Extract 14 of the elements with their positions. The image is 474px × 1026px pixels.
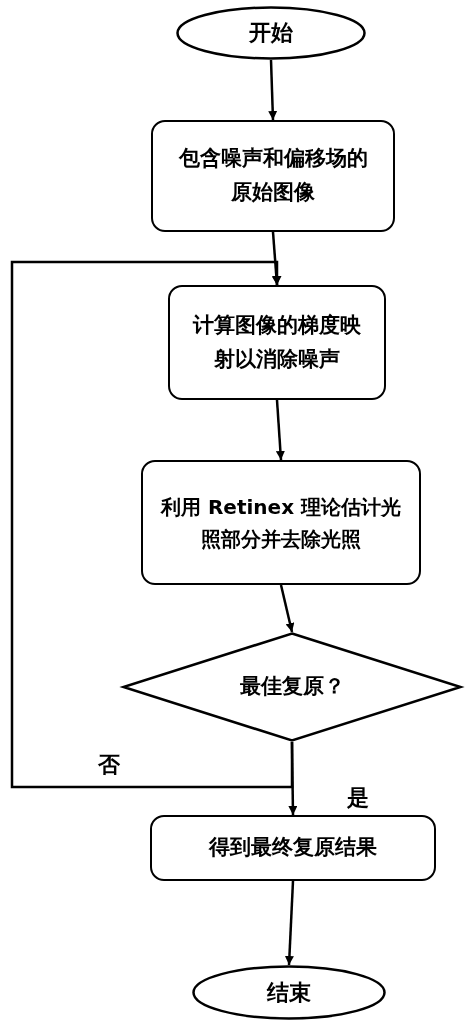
edge-label: 否 <box>98 754 120 776</box>
terminal-oval: 结束 <box>192 965 386 1020</box>
arrow <box>284 880 295 966</box>
process-box: 包含噪声和偏移场的原始图像 <box>151 120 395 232</box>
arrow <box>275 399 285 461</box>
terminal-oval: 开始 <box>176 6 366 60</box>
arrow <box>10 260 294 789</box>
arrow <box>279 584 295 633</box>
process-box: 计算图像的梯度映射以消除噪声 <box>168 285 386 400</box>
decision-diamond: 最佳复原？ <box>122 632 462 742</box>
arrow <box>268 59 278 121</box>
process-box: 得到最终复原结果 <box>150 815 436 881</box>
process-box: 利用 Retinex 理论估计光照部分并去除光照 <box>141 460 421 585</box>
edge-label: 是 <box>347 787 369 809</box>
